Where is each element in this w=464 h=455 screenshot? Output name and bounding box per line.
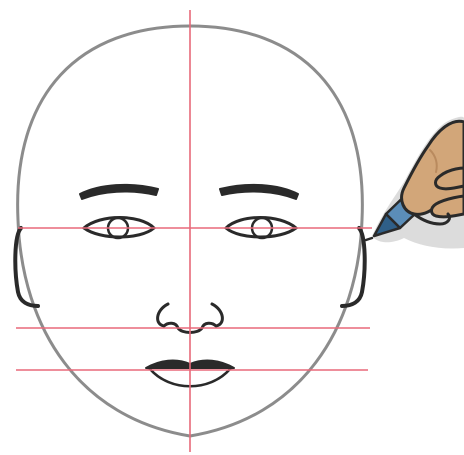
drawing-hand xyxy=(366,117,464,249)
